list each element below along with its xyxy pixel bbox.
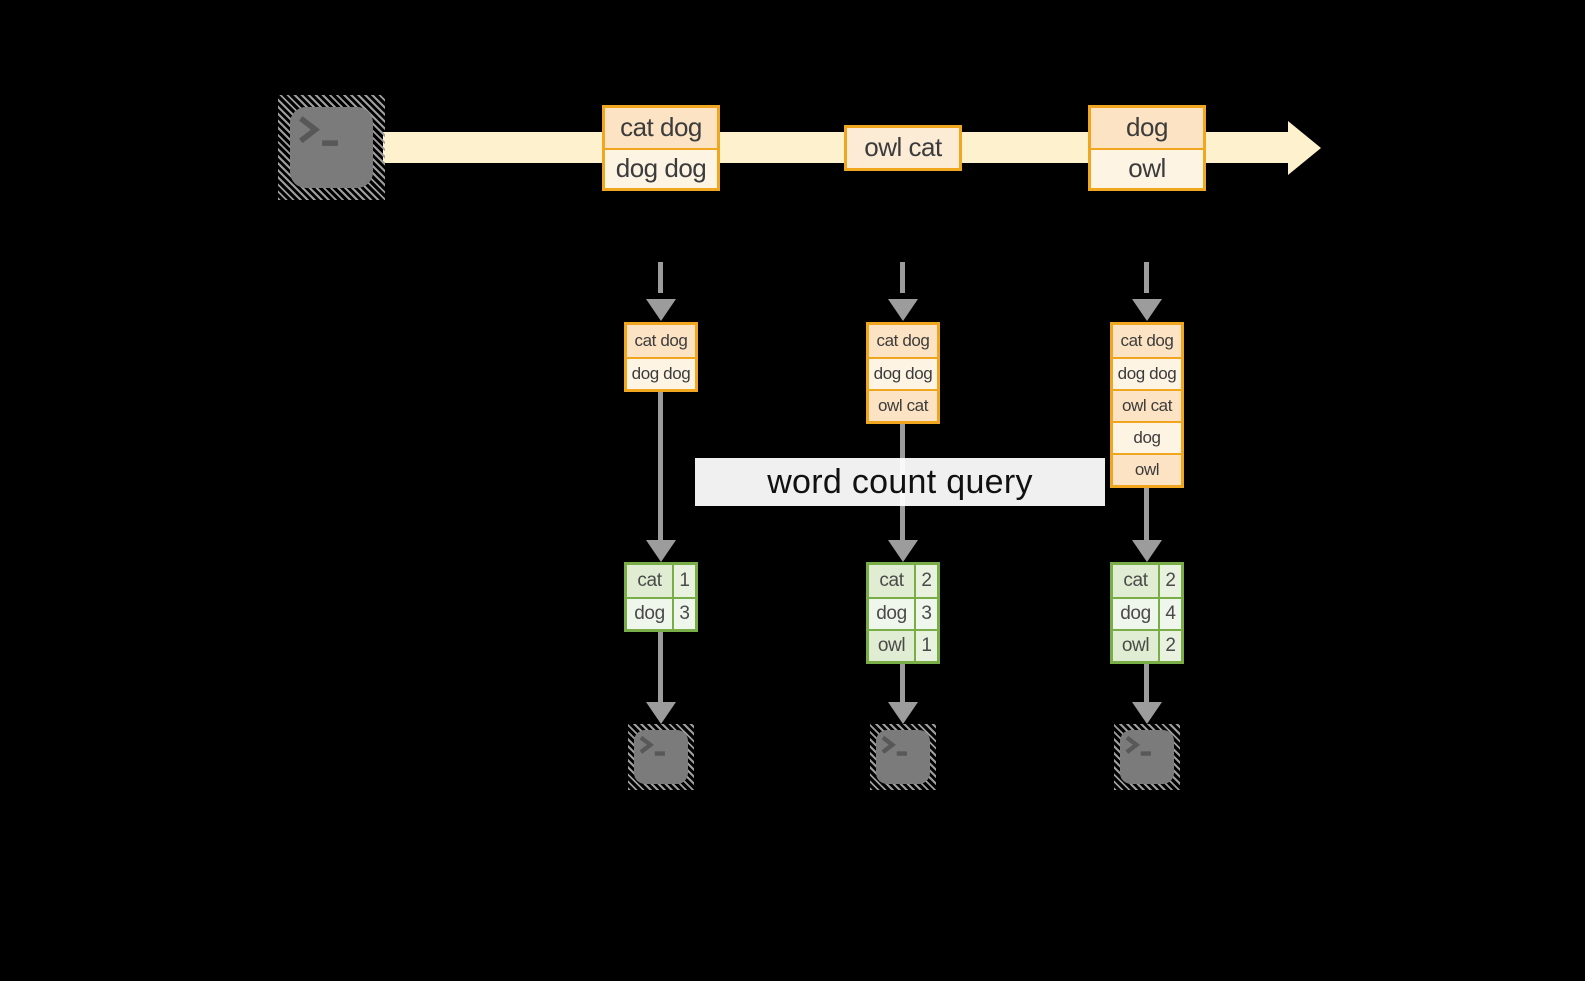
word-cell: cat <box>869 565 914 597</box>
received-word-item: dog <box>1113 421 1181 453</box>
received-word-item: cat dog <box>1113 325 1181 357</box>
terminal-window <box>290 107 373 188</box>
stack-to-table-arrowhead <box>888 540 918 562</box>
received-word-item: dog dog <box>1113 357 1181 389</box>
terminal-prompt-icon <box>881 735 907 756</box>
count-cell: 2 <box>1158 631 1181 661</box>
stack-to-table-arrowhead <box>646 540 676 562</box>
word-cell: dog <box>869 599 914 629</box>
table-to-sink-line <box>900 664 905 702</box>
dashed-arrow-head <box>646 299 676 321</box>
dashed-arrow-head <box>888 299 918 321</box>
terminal-window <box>634 730 688 784</box>
sink-terminal-icon <box>870 724 936 790</box>
stack-to-table-line <box>658 392 663 542</box>
word-cell: cat <box>1113 565 1158 597</box>
count-cell: 3 <box>672 599 695 629</box>
count-cell: 2 <box>914 565 937 597</box>
received-word-item: cat dog <box>869 325 937 357</box>
received-word-item: cat dog <box>627 325 695 357</box>
dashed-arrow-segment <box>900 262 905 293</box>
stack-to-table-arrowhead <box>1132 540 1162 562</box>
word-cell: dog <box>627 599 672 629</box>
stream-word-item: dog <box>1091 107 1203 148</box>
terminal-window <box>1120 730 1174 784</box>
received-word-item: owl cat <box>1113 389 1181 421</box>
received-word-item: owl <box>1113 453 1181 485</box>
stream-arrowhead <box>1288 121 1321 175</box>
received-word-item: dog dog <box>869 357 937 389</box>
dashed-arrow-segment <box>1144 262 1149 293</box>
stream-word-item: dog dog <box>605 147 717 188</box>
stream-word-item: cat dog <box>605 107 717 148</box>
stream-word-item: owl cat <box>847 127 959 168</box>
count-cell: 1 <box>672 565 695 597</box>
table-to-sink-arrowhead <box>646 702 676 724</box>
table-to-sink-arrowhead <box>1132 702 1162 724</box>
terminal-prompt-icon <box>639 735 665 756</box>
count-cell: 3 <box>914 599 937 629</box>
word-count-query-label: word count query <box>695 458 1105 506</box>
table-to-sink-arrowhead <box>888 702 918 724</box>
source-terminal-icon <box>278 95 385 200</box>
sink-terminal-icon <box>1114 724 1180 790</box>
terminal-prompt-icon <box>299 116 338 146</box>
dashed-arrow-segment <box>658 262 663 293</box>
word-cell: dog <box>1113 599 1158 629</box>
word-cell: owl <box>869 631 914 661</box>
stack-to-table-line <box>1144 488 1149 542</box>
terminal-window <box>876 730 930 784</box>
count-cell: 4 <box>1158 599 1181 629</box>
sink-terminal-icon <box>628 724 694 790</box>
word-cell: owl <box>1113 631 1158 661</box>
table-to-sink-line <box>1144 664 1149 702</box>
count-cell: 1 <box>914 631 937 661</box>
terminal-prompt-icon <box>1125 735 1151 756</box>
stream-batch-box: owl cat <box>844 124 962 171</box>
received-word-item: dog dog <box>627 357 695 389</box>
word-cell: cat <box>627 565 672 597</box>
count-cell: 2 <box>1158 565 1181 597</box>
stream-word-item: owl <box>1091 147 1203 188</box>
received-word-item: owl cat <box>869 389 937 421</box>
table-to-sink-line <box>658 632 663 702</box>
dashed-arrow-head <box>1132 299 1162 321</box>
